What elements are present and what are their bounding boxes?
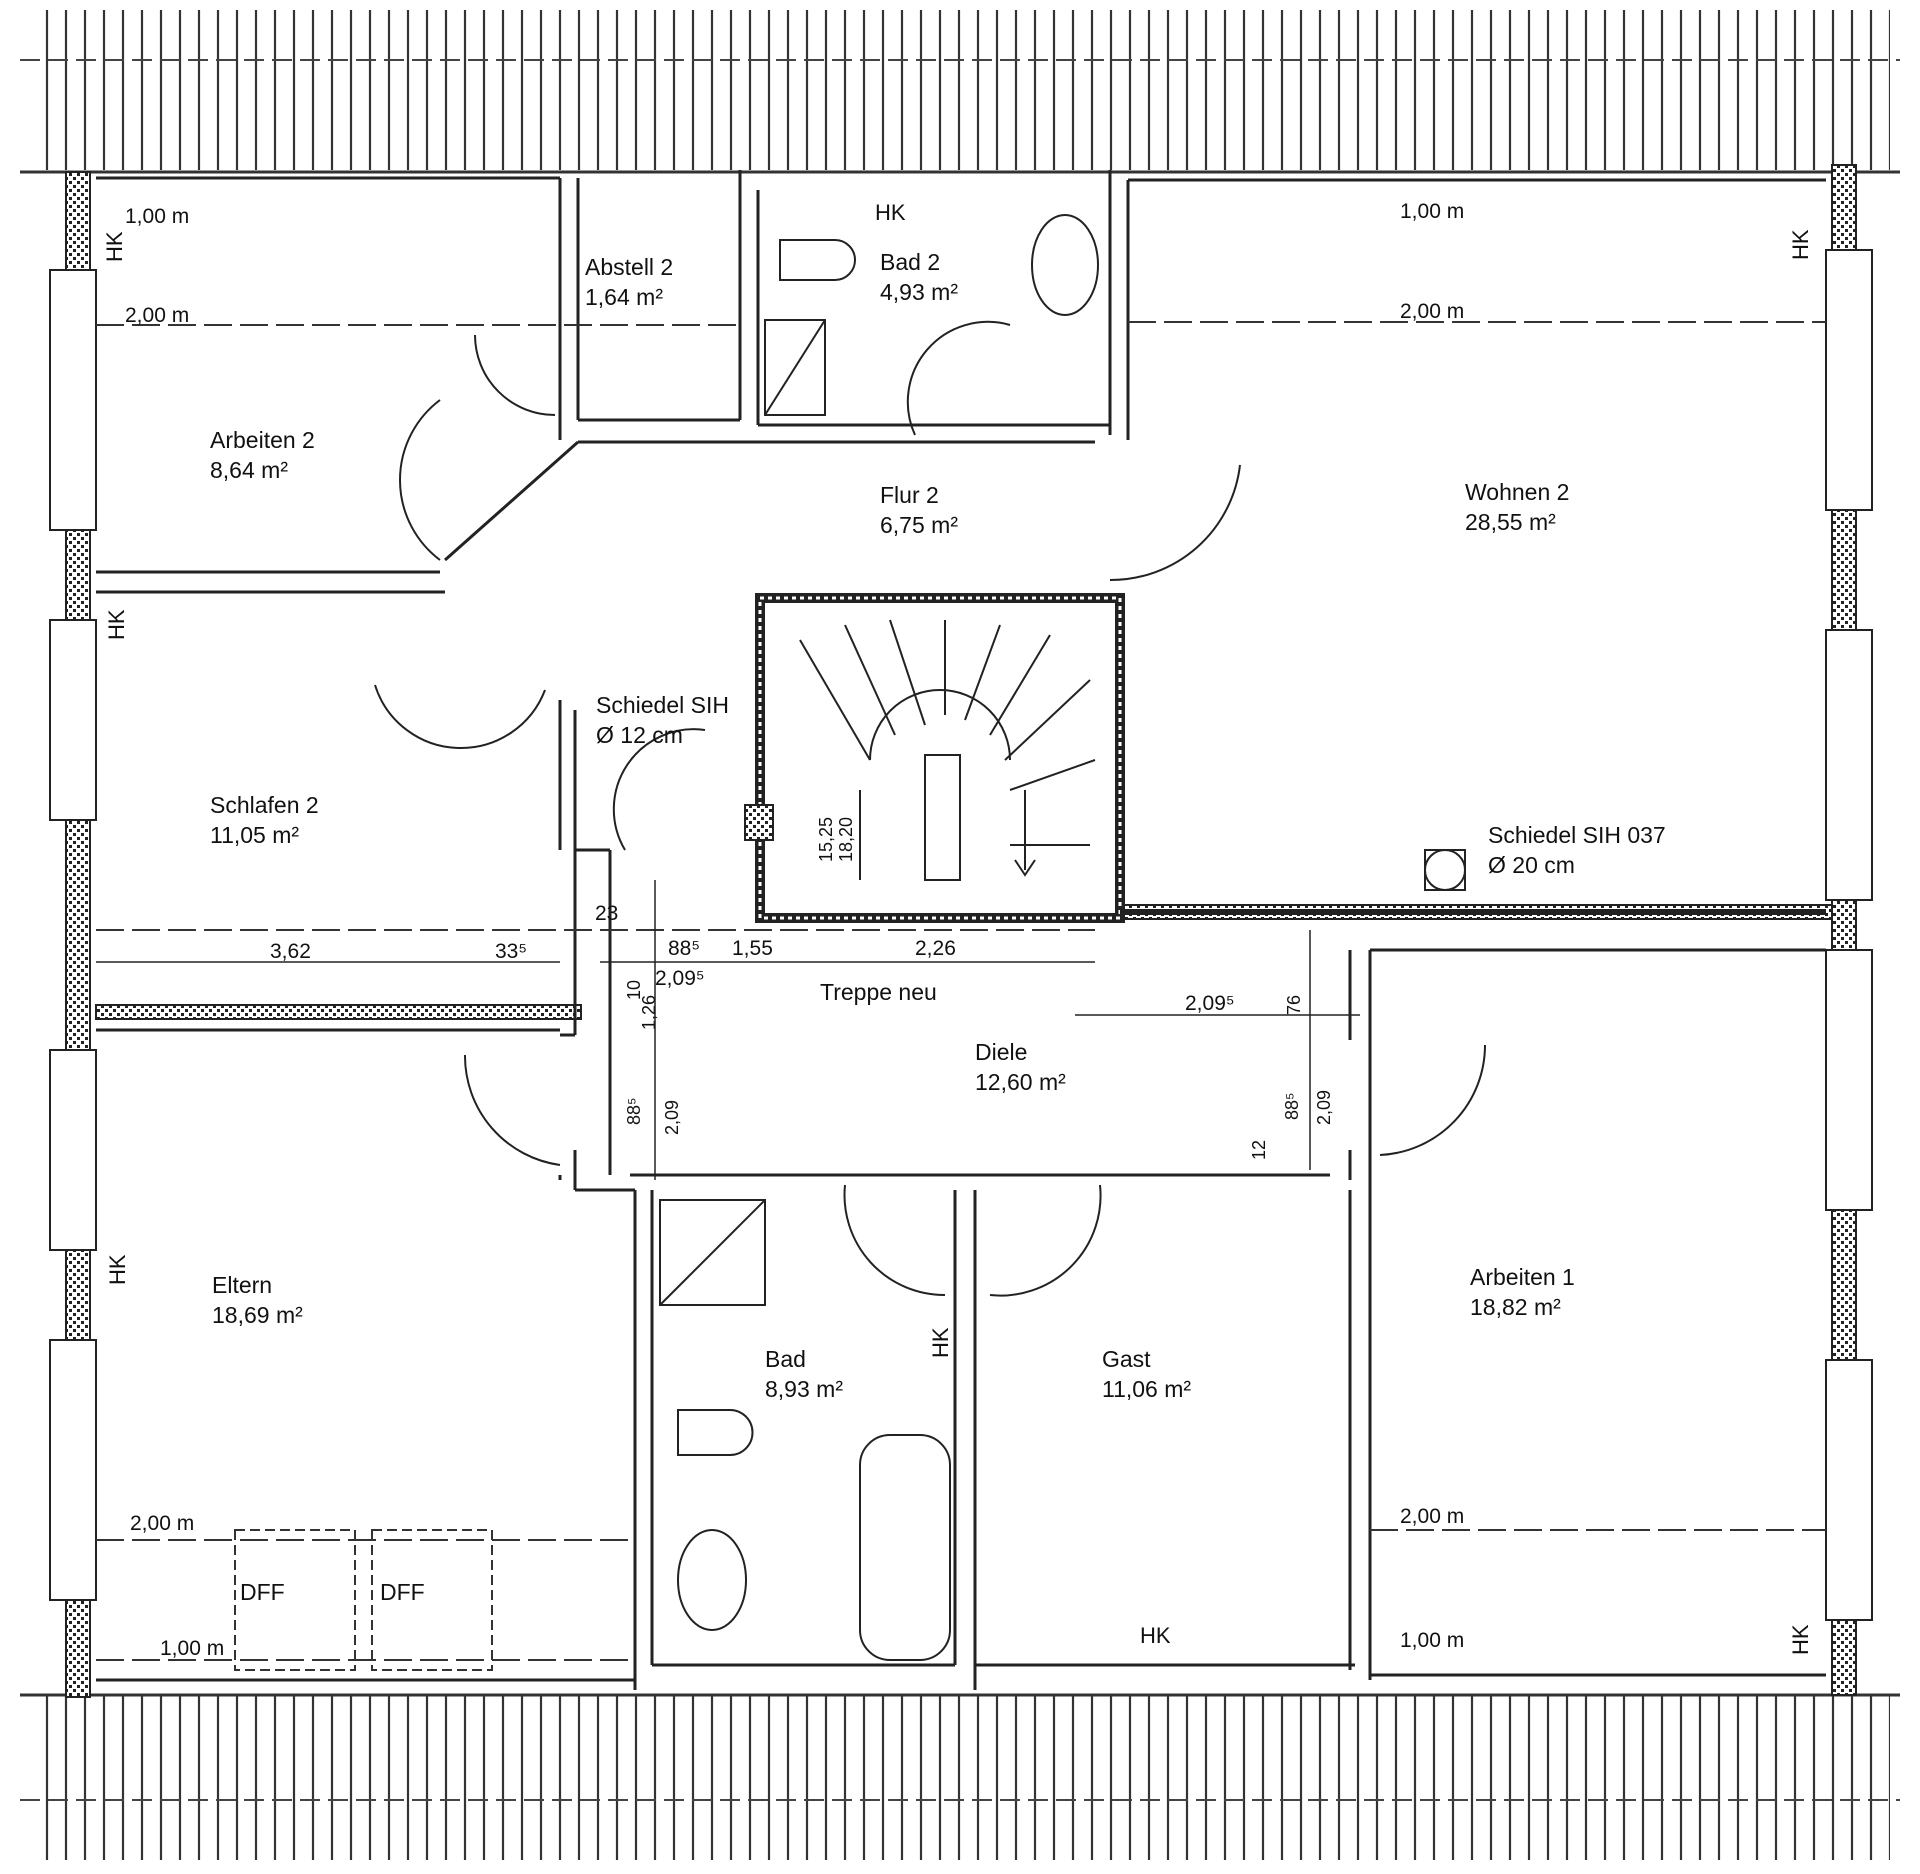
dim-12: 12: [1249, 1140, 1269, 1160]
room-area-gast: 11,06 m²: [1102, 1376, 1191, 1402]
room-area-arbeiten1: 18,82 m²: [1470, 1294, 1561, 1320]
room-labels: Arbeiten 2 8,64 m² Abstell 2 1,64 m² Bad…: [210, 249, 1575, 1402]
dim-2m-top-right: 2,00 m: [1400, 300, 1464, 323]
hk-label-wohnen2: HK: [1788, 229, 1813, 260]
room-area-flur2: 6,75 m²: [880, 512, 958, 538]
dff-label-1: DFF: [240, 1579, 285, 1605]
fixtures: [659, 214, 1466, 1661]
hk-label-arbeiten2: HK: [102, 231, 127, 262]
room-area-eltern: 18,69 m²: [212, 1302, 303, 1328]
dim-1525: 15,25: [816, 817, 836, 862]
dimension-lines: [96, 880, 1360, 1180]
interior-walls: [96, 170, 1826, 1690]
dim-1m-bottom-left: 1,00 m: [160, 1637, 224, 1660]
hk-label-arbeiten1: HK: [1788, 1624, 1813, 1655]
dim-209-stair: 2,09⁵: [655, 967, 705, 990]
hk-label-bad2: HK: [875, 200, 906, 225]
dim-155: 1,55: [732, 937, 773, 960]
roof-bottom: [20, 1693, 1900, 1860]
room-area-diele: 12,60 m²: [975, 1069, 1066, 1095]
dim-209-right: 2,09: [1314, 1090, 1334, 1125]
dimensions: 1,00 m 2,00 m 1,00 m 2,00 m 2,00 m 1,00 …: [125, 200, 1464, 1660]
dim-209-left: 2,09: [662, 1100, 682, 1135]
staircase: [799, 619, 1096, 881]
room-area-schlafen2: 11,05 m²: [210, 822, 299, 848]
room-name-gast: Gast: [1102, 1346, 1151, 1372]
dim-126: 1,26: [639, 995, 659, 1030]
dim-1m-top-left: 1,00 m: [125, 205, 189, 228]
room-name-flur2: Flur 2: [880, 482, 939, 508]
hk-label-gast: HK: [1140, 1623, 1171, 1648]
chimney-label-1: Schiedel SIH: [596, 692, 729, 718]
chimney-dia-2: Ø 20 cm: [1488, 852, 1575, 878]
chimney-dia-1: Ø 12 cm: [596, 722, 683, 748]
room-name-diele: Diele: [975, 1039, 1027, 1065]
dim-2m-bottom-right: 2,00 m: [1400, 1505, 1464, 1528]
room-name-arbeiten2: Arbeiten 2: [210, 427, 315, 453]
room-name-wohnen2: Wohnen 2: [1465, 479, 1569, 505]
dim-1m-bottom-right: 1,00 m: [1400, 1629, 1464, 1652]
roof-top: [20, 10, 1900, 174]
room-name-arbeiten1: Arbeiten 1: [1470, 1264, 1575, 1290]
exterior-walls: [49, 164, 1873, 1698]
hk-label-schlafen2: HK: [104, 609, 129, 640]
room-name-abstell2: Abstell 2: [585, 254, 673, 280]
hk-label-eltern: HK: [105, 1254, 130, 1285]
dim-23: 23: [595, 902, 618, 925]
dim-33: 33⁵: [495, 940, 527, 963]
dim-1m-top-right: 1,00 m: [1400, 200, 1464, 223]
dim-1820: 18,20: [836, 817, 856, 862]
roof-windows: [234, 1529, 493, 1671]
room-area-bad2: 4,93 m²: [880, 279, 958, 305]
dim-2m-top-left: 2,00 m: [125, 304, 189, 327]
room-area-arbeiten2: 8,64 m²: [210, 457, 288, 483]
room-area-wohnen2: 28,55 m²: [1465, 509, 1556, 535]
hk-label-bad: HK: [928, 1327, 953, 1358]
dff-label-2: DFF: [380, 1579, 425, 1605]
dim-885-left: 88⁵: [624, 1098, 644, 1125]
chimney-small: [744, 804, 774, 841]
dim-209-diele: 2,09⁵: [1185, 992, 1235, 1015]
dim-226: 2,26: [915, 937, 956, 960]
room-name-bad2: Bad 2: [880, 249, 940, 275]
dim-88: 88⁵: [668, 937, 700, 960]
room-name-schlafen2: Schlafen 2: [210, 792, 319, 818]
room-area-bad: 8,93 m²: [765, 1376, 843, 1402]
room-area-abstell2: 1,64 m²: [585, 284, 663, 310]
dim-362: 3,62: [270, 940, 311, 963]
chimney-label-2: Schiedel SIH 037: [1488, 822, 1666, 848]
room-name-eltern: Eltern: [212, 1272, 272, 1298]
dim-10: 10: [624, 980, 644, 1000]
doors: [374, 320, 1487, 1297]
stairs-label: Treppe neu: [820, 979, 937, 1005]
annotations: Schiedel SIH Ø 12 cm Schiedel SIH 037 Ø …: [102, 200, 1813, 1655]
dim-2m-bottom-left: 2,00 m: [130, 1512, 194, 1535]
dim-76: 76: [1284, 995, 1304, 1015]
room-name-bad: Bad: [765, 1346, 806, 1372]
slope-lines: [96, 321, 1826, 1661]
dim-885-right: 88⁵: [1282, 1093, 1302, 1120]
